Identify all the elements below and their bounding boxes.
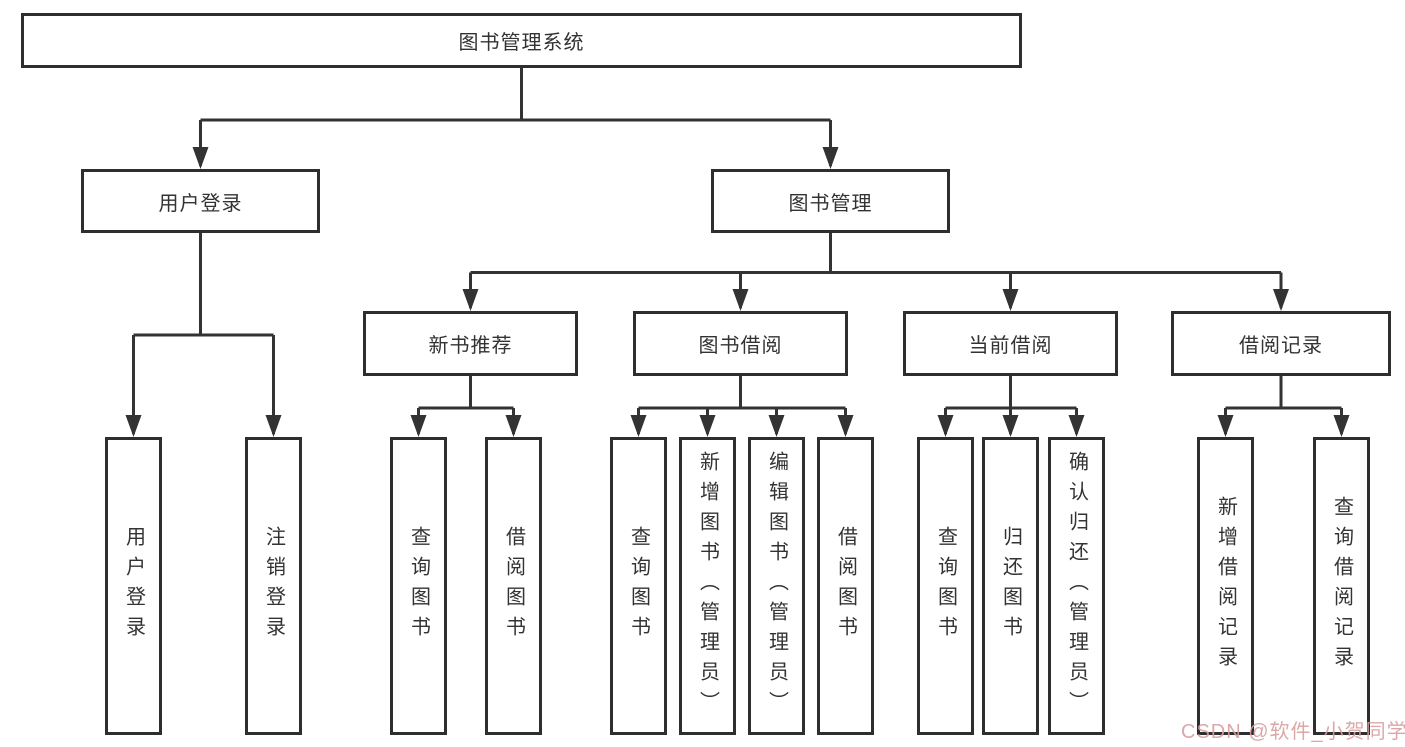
arrowhead-icon	[410, 415, 427, 437]
leaf-label: 确认归还（管理员）	[1065, 451, 1088, 721]
leaf-label: 用户登录	[122, 526, 145, 646]
leaf-borrow-books: 借阅图书	[817, 437, 874, 735]
node-current-borrow: 当前借阅	[903, 311, 1118, 376]
leaf-return-books: 归还图书	[982, 437, 1039, 735]
node-book-borrow: 图书借阅	[633, 311, 848, 376]
leaf-label: 编辑图书（管理员）	[765, 451, 788, 721]
node-new-book-recommend: 新书推荐	[363, 311, 578, 376]
node-root: 图书管理系统	[21, 13, 1022, 68]
node-book-management: 图书管理	[711, 169, 950, 233]
arrowhead-icon	[462, 289, 479, 311]
arrowhead-icon	[1217, 415, 1234, 437]
leaf-query-books-current: 查询图书	[917, 437, 974, 735]
arrowhead-icon	[192, 147, 209, 169]
arrowhead-icon	[937, 415, 954, 437]
leaf-label: 查询图书	[627, 526, 650, 646]
connector-bookmgmt-to-level3	[469, 233, 1283, 308]
connector-newbook-to-leaves	[417, 376, 515, 434]
node-borrow-records: 借阅记录	[1171, 311, 1391, 376]
leaf-label: 查询图书	[934, 526, 957, 646]
leaf-add-borrow-record: 新增借阅记录	[1197, 437, 1254, 735]
leaf-confirm-return-admin: 确认归还（管理员）	[1048, 437, 1105, 735]
arrowhead-icon	[699, 415, 716, 437]
leaf-edit-books-admin: 编辑图书（管理员）	[748, 437, 805, 735]
leaf-query-borrow-record: 查询借阅记录	[1313, 437, 1370, 735]
leaf-query-books-borrow: 查询图书	[610, 437, 667, 735]
leaf-label: 查询借阅记录	[1330, 496, 1353, 676]
leaf-borrow-books-recommend: 借阅图书	[485, 437, 542, 735]
arrowhead-icon	[1002, 289, 1019, 311]
connector-bookborrow-to-leaves	[637, 376, 847, 434]
arrowhead-icon	[837, 415, 854, 437]
arrowhead-icon	[768, 415, 785, 437]
arrowheads	[125, 147, 1350, 437]
arrowhead-icon	[1068, 415, 1085, 437]
leaf-user-login: 用户登录	[105, 437, 162, 735]
leaf-label: 注销登录	[262, 526, 285, 646]
leaf-query-books-recommend: 查询图书	[390, 437, 447, 735]
arrowhead-icon	[732, 289, 749, 311]
arrowhead-icon	[630, 415, 647, 437]
leaf-label: 归还图书	[999, 526, 1022, 646]
leaf-label: 借阅图书	[502, 526, 525, 646]
arrowhead-icon	[265, 415, 282, 437]
connector-userlogin-to-leaves	[132, 233, 275, 434]
leaf-label: 新增借阅记录	[1214, 496, 1237, 676]
leaf-label: 新增图书（管理员）	[696, 451, 719, 721]
arrowhead-icon	[1333, 415, 1350, 437]
leaf-logout: 注销登录	[245, 437, 302, 735]
connector-root-to-level2	[199, 68, 832, 166]
arrowhead-icon	[822, 147, 839, 169]
leaf-label: 查询图书	[407, 526, 430, 646]
arrowhead-icon	[125, 415, 142, 437]
arrowhead-icon	[1002, 415, 1019, 437]
leaf-label: 借阅图书	[834, 526, 857, 646]
arrowhead-icon	[505, 415, 522, 437]
connector-records-to-leaves	[1224, 376, 1343, 434]
node-user-login: 用户登录	[81, 169, 320, 233]
leaf-add-books-admin: 新增图书（管理员）	[679, 437, 736, 735]
arrowhead-icon	[1273, 289, 1289, 311]
